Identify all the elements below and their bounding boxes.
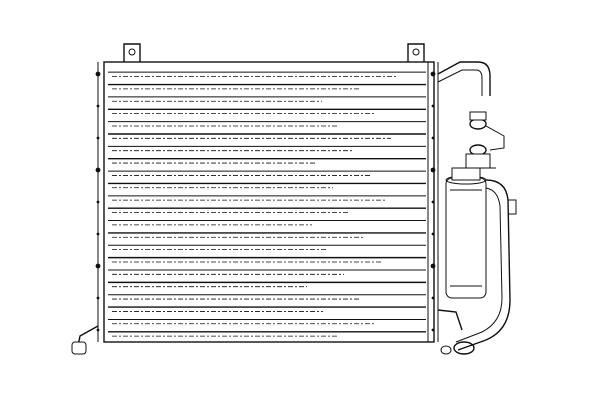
inlet-pipe-inner xyxy=(437,69,483,96)
rivet-dot xyxy=(96,136,100,140)
drier-body xyxy=(445,177,487,299)
outlet-nut xyxy=(453,341,475,355)
mount-left-foot xyxy=(71,341,87,355)
bracket-right-body xyxy=(407,43,425,62)
rivet-dot xyxy=(96,232,100,236)
bottom-mount-right xyxy=(437,309,463,331)
core-frame xyxy=(103,61,435,343)
receiver-drier xyxy=(445,167,487,299)
bracket-right-hole xyxy=(412,48,420,56)
rivet-dot xyxy=(95,167,101,173)
outlet-pipe-outer xyxy=(457,179,511,351)
condenser-core xyxy=(95,61,439,343)
side-rivets xyxy=(95,71,436,332)
bracket-left-hole xyxy=(128,48,136,56)
rivet-dot xyxy=(430,263,436,269)
rivet-dot xyxy=(431,136,435,140)
rivet-dot xyxy=(431,328,435,332)
rivet-dot xyxy=(96,104,100,108)
fin-rows xyxy=(108,71,426,337)
fitting-tab xyxy=(485,125,505,151)
rivet-dot xyxy=(95,263,101,269)
mounting-bracket-right xyxy=(407,43,425,62)
rivet-dot xyxy=(96,200,100,204)
inlet-pipe xyxy=(437,61,491,96)
rivet-dot xyxy=(431,200,435,204)
drier-head xyxy=(451,167,481,181)
fitting-block-2 xyxy=(465,153,491,169)
bottom-mount-left xyxy=(71,325,99,355)
rivet-dot xyxy=(431,232,435,236)
rivet-dot xyxy=(431,296,435,300)
rivet-dot xyxy=(431,104,435,108)
rivet-dot xyxy=(96,328,100,332)
bracket-left-body xyxy=(123,43,141,62)
drier-fittings xyxy=(460,111,505,169)
outlet-pipe-inner xyxy=(455,187,503,343)
rivet-dot xyxy=(96,296,100,300)
fitting-block-1 xyxy=(469,111,487,121)
outlet-end xyxy=(440,345,452,355)
rivet-dot xyxy=(430,167,436,173)
rivet-dot xyxy=(430,71,436,77)
mount-right-arm xyxy=(437,309,463,331)
rivet-dot xyxy=(95,71,101,77)
inlet-pipe-outer xyxy=(437,61,491,96)
mounting-bracket-left xyxy=(123,43,141,62)
outlet-pipe xyxy=(440,179,517,355)
outlet-clip xyxy=(508,199,517,215)
